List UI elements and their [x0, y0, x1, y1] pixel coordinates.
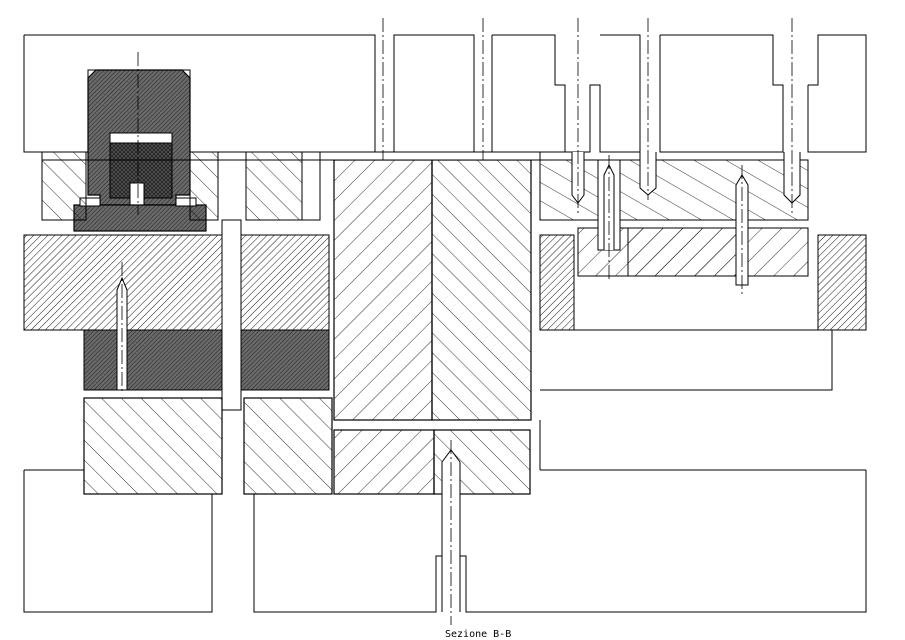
- sprue-bushing: [73, 69, 207, 232]
- break-lines: [23, 35, 867, 612]
- section-label: Sezione B-B: [445, 629, 511, 640]
- left-cavity-blocks: [23, 219, 330, 411]
- right-insert: [539, 159, 867, 331]
- central-core-insert: [319, 151, 541, 421]
- b-plate: [24, 329, 866, 495]
- a-plate-left: [41, 151, 540, 221]
- centerlines: [121, 18, 793, 625]
